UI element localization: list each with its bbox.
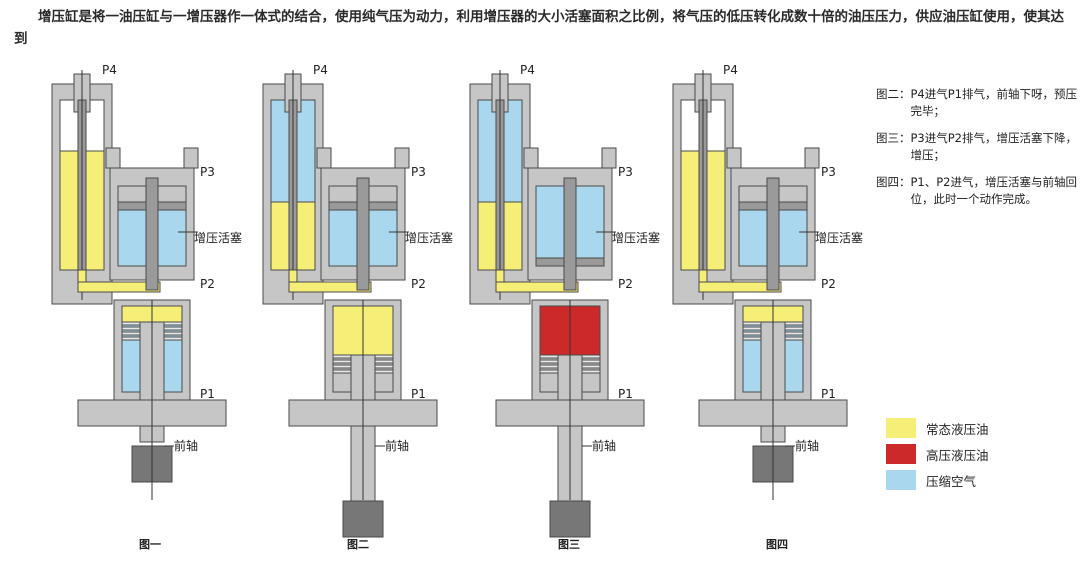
axle-label: 前轴 <box>385 438 409 453</box>
axle-label: 前轴 <box>174 438 198 453</box>
figure-caption: 图二 <box>347 538 369 551</box>
port-label-p2: P2 <box>411 277 426 291</box>
legend-label: 常态液压油 <box>926 421 989 437</box>
oil-passage-horizontal <box>698 281 782 293</box>
fitting-right <box>804 147 820 169</box>
port-label-p1: P1 <box>411 387 426 401</box>
port-label-p1: P1 <box>618 387 633 401</box>
axle-label: 前轴 <box>592 438 616 453</box>
fitting-right <box>183 147 199 169</box>
booster-rod <box>356 177 370 291</box>
figure-caption: 图四 <box>766 538 788 551</box>
legend-item-high-pressure-oil: 高压液压油 <box>886 444 989 464</box>
note-key: 图三： <box>876 131 911 145</box>
note-text: P1、P2进气，增压活塞与前轴回位，此时一个动作完成。 <box>910 175 1078 206</box>
fitting-left <box>523 147 539 169</box>
fitting-left <box>726 147 742 169</box>
port-label-p3: P3 <box>821 165 836 179</box>
note-figure-2: 图二： P4进气P1排气，前轴下呀，预压完毕； <box>876 86 1081 120</box>
port-label-p2: P2 <box>200 277 215 291</box>
oil-passage-horizontal <box>77 281 161 293</box>
axle-label: 前轴 <box>795 438 819 453</box>
front-axle-tip <box>549 500 591 538</box>
booster-rod <box>563 177 577 291</box>
intro-text: 增压缸是将一油压缸与一增压器作一体式的结合，使用纯气压为动力，利用增压器的大小活… <box>14 9 1064 47</box>
legend-label: 高压液压油 <box>926 447 989 463</box>
port-label-p1: P1 <box>200 387 215 401</box>
port-label-p1: P1 <box>821 387 836 401</box>
step-notes: 图二： P4进气P1排气，前轴下呀，预压完毕； 图三： P3进气P2排气，增压活… <box>876 86 1081 218</box>
booster-rod <box>145 177 159 291</box>
front-axle-tip <box>342 500 384 538</box>
port-label-p4: P4 <box>313 63 328 77</box>
fitting-right <box>394 147 410 169</box>
piston-label: 增压活塞 <box>612 230 660 245</box>
port-label-p4: P4 <box>520 63 535 77</box>
legend-swatch <box>886 470 916 490</box>
legend-label: 压缩空气 <box>926 473 977 489</box>
piston-label: 增压活塞 <box>405 230 453 245</box>
port-label-p4: P4 <box>723 63 738 77</box>
port-label-p4: P4 <box>102 63 117 77</box>
fitting-left <box>316 147 332 169</box>
figure-caption: 图三 <box>558 538 580 551</box>
oil-passage-horizontal <box>495 281 579 293</box>
oil-passage-horizontal <box>288 281 372 293</box>
piston-label: 增压活塞 <box>194 230 242 245</box>
note-key: 图二： <box>876 87 911 101</box>
fitting-left <box>105 147 121 169</box>
port-label-p2: P2 <box>821 277 836 291</box>
port-label-p3: P3 <box>411 165 426 179</box>
port-label-p2: P2 <box>618 277 633 291</box>
booster-rod <box>766 177 780 291</box>
note-key: 图四： <box>876 175 911 189</box>
legend-swatch <box>886 444 916 464</box>
port-label-p3: P3 <box>200 165 215 179</box>
note-figure-3: 图三： P3进气P2排气，增压活塞下降，增压； <box>876 130 1081 164</box>
port-label-p3: P3 <box>618 165 633 179</box>
piston-label: 增压活塞 <box>815 230 863 245</box>
note-text: P3进气P2排气，增压活塞下降，增压； <box>910 131 1078 162</box>
legend-swatch <box>886 418 916 438</box>
color-legend: 常态液压油 高压液压油 压缩空气 <box>886 418 989 496</box>
note-figure-4: 图四： P1、P2进气，增压活塞与前轴回位，此时一个动作完成。 <box>876 174 1081 208</box>
legend-item-normal-oil: 常态液压油 <box>886 418 989 438</box>
legend-item-compressed-air: 压缩空气 <box>886 470 989 490</box>
fitting-right <box>601 147 617 169</box>
figure-caption: 图一 <box>139 538 161 551</box>
note-text: P4进气P1排气，前轴下呀，预压完毕； <box>910 87 1078 118</box>
